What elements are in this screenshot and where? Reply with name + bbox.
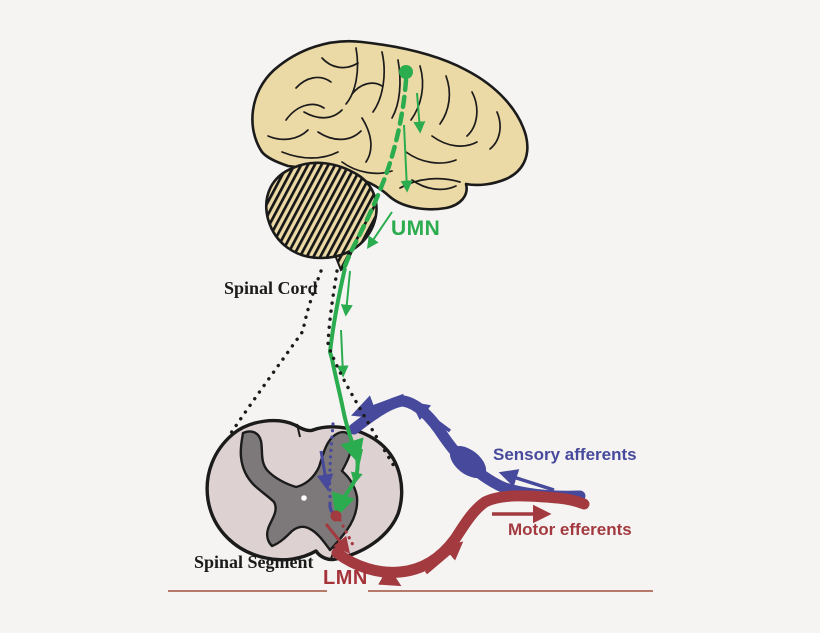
afferent-dotted-branch [328, 422, 335, 507]
dorsal-median-sulcus [296, 423, 301, 438]
lmn-axon-dotted [338, 518, 356, 549]
umn-cell-body [399, 65, 413, 79]
brain-illustration [251, 39, 529, 272]
dorsal-root-ganglion [449, 445, 487, 479]
cone-left-dotted-line [229, 269, 323, 435]
umn-axon-spinal-cord [327, 267, 364, 464]
motor-efferent-nerve [324, 490, 590, 587]
afferent-entry-arrow [351, 393, 405, 419]
afferent-arrow-peripheral [498, 469, 555, 492]
afferent-arrow-up-root [410, 401, 452, 433]
efferent-arrow-in-horn [324, 523, 351, 554]
gyri-sulci-lines [267, 47, 501, 191]
cerebellum [265, 161, 378, 260]
spinal-cord-label: Spinal Cord [224, 278, 318, 298]
lmn-cell-body [330, 510, 342, 522]
umn-axon-dashed [342, 77, 409, 269]
motor-efferents-label: Motor efferents [508, 520, 632, 539]
umn-pathway [327, 65, 426, 518]
spinal-segment-cross-section [205, 418, 404, 562]
lmn-label: LMN [323, 567, 368, 589]
gray-matter-butterfly [239, 430, 359, 552]
lmn-exit-arrow [360, 563, 402, 587]
central-canal [301, 495, 307, 501]
umn-label: UMN [391, 217, 441, 240]
spinal-segment-label: Spinal Segment [194, 552, 314, 572]
sensory-afferents-label: Sensory afferents [493, 445, 637, 464]
umn-direction-arrows [336, 92, 426, 485]
efferent-arrow-up-root [424, 541, 464, 575]
spinal-cord-dotted-outline [229, 269, 399, 473]
afferent-arrow-in-horn [316, 450, 334, 491]
